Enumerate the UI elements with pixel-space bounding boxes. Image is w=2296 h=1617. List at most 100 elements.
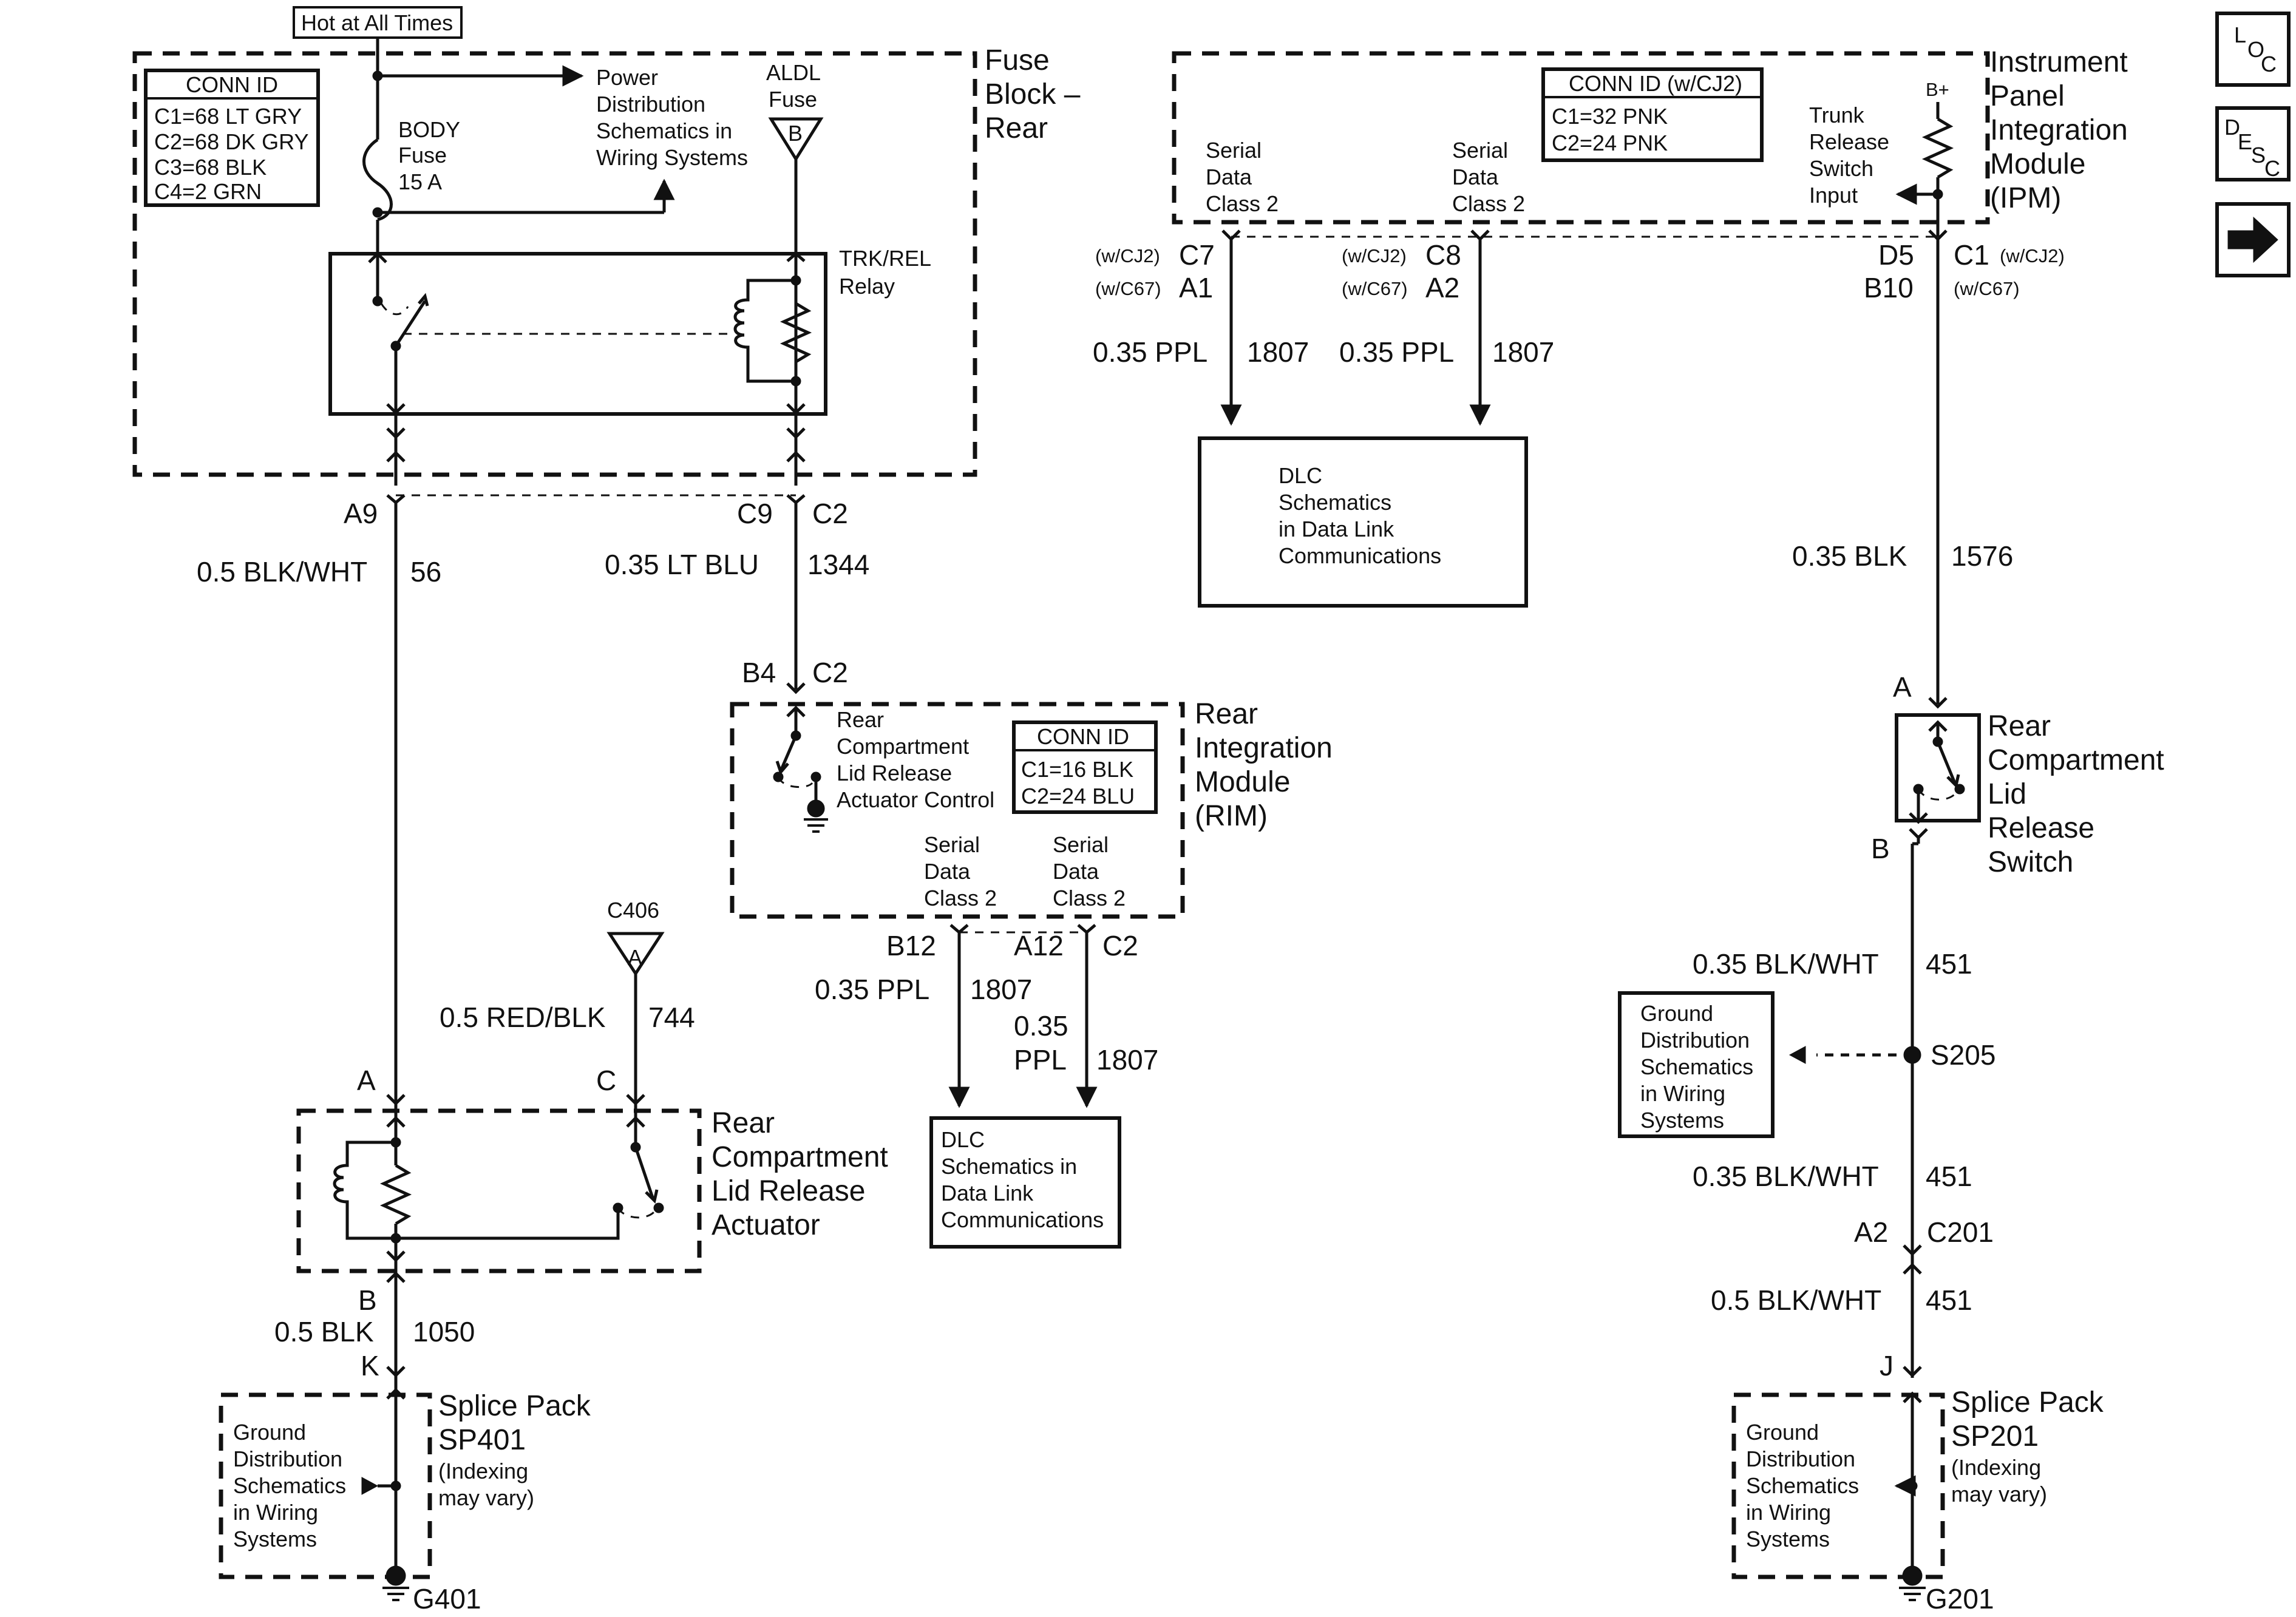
rear-compartment-lid-release-switch: Rear Compartment Lid Release Switch bbox=[1895, 710, 2164, 878]
svg-text:(RIM): (RIM) bbox=[1195, 800, 1268, 832]
svg-text:C2=24 PNK: C2=24 PNK bbox=[1552, 131, 1668, 155]
svg-text:(w/C67): (w/C67) bbox=[1342, 278, 1408, 299]
wire-451-chain: B 0.35 BLK/WHT 451 S205 0.35 BLK/WHT 451… bbox=[1693, 828, 1995, 1381]
svg-text:0.5 RED/BLK: 0.5 RED/BLK bbox=[440, 1002, 606, 1033]
svg-text:451: 451 bbox=[1926, 1284, 1972, 1316]
svg-text:Switch: Switch bbox=[1809, 156, 1873, 181]
svg-text:Switch: Switch bbox=[1988, 846, 2073, 878]
svg-text:C2: C2 bbox=[812, 657, 848, 688]
svg-text:may vary): may vary) bbox=[1951, 1482, 2047, 1507]
svg-text:CONN ID: CONN ID bbox=[186, 72, 278, 97]
hot-at-all-times-label bbox=[293, 6, 463, 39]
rim-conn-id-table: CONN ID C1=16 BLK C2=24 BLU bbox=[1012, 720, 1158, 814]
next-button[interactable] bbox=[2215, 202, 2291, 277]
arrow-right-icon bbox=[2227, 216, 2278, 263]
svg-text:D: D bbox=[2224, 115, 2240, 140]
svg-text:CONN ID: CONN ID bbox=[1037, 724, 1129, 749]
svg-text:Input: Input bbox=[1809, 183, 1858, 208]
svg-text:B4: B4 bbox=[742, 657, 776, 688]
svg-text:may vary): may vary) bbox=[438, 1485, 534, 1510]
svg-text:C2: C2 bbox=[812, 498, 848, 529]
desc-button[interactable]: D E S C bbox=[2215, 106, 2291, 181]
svg-text:A2: A2 bbox=[1425, 272, 1459, 303]
svg-text:Fuse: Fuse bbox=[769, 87, 817, 112]
svg-text:C3=68 BLK: C3=68 BLK bbox=[154, 155, 267, 180]
svg-text:Schematics: Schematics bbox=[1640, 1054, 1753, 1079]
splice-pack-sp401: Splice Pack SP401 (Indexing may vary) Gr… bbox=[219, 1390, 591, 1615]
svg-text:0.35 LT BLU: 0.35 LT BLU bbox=[605, 549, 759, 580]
svg-text:C4=2 GRN: C4=2 GRN bbox=[154, 179, 262, 204]
svg-text:in Wiring: in Wiring bbox=[233, 1500, 318, 1525]
svg-text:C2=68 DK GRY: C2=68 DK GRY bbox=[154, 129, 308, 154]
svg-text:SP401: SP401 bbox=[438, 1424, 526, 1456]
svg-text:Distribution: Distribution bbox=[596, 92, 705, 117]
svg-text:0.35 BLK/WHT: 0.35 BLK/WHT bbox=[1693, 1161, 1879, 1192]
svg-text:C201: C201 bbox=[1927, 1216, 1994, 1248]
svg-text:D5: D5 bbox=[1878, 239, 1914, 271]
svg-text:C406: C406 bbox=[607, 898, 659, 923]
svg-text:Splice Pack: Splice Pack bbox=[438, 1390, 591, 1422]
svg-text:A: A bbox=[1893, 671, 1912, 703]
svg-text:Class 2: Class 2 bbox=[1053, 886, 1126, 910]
svg-text:0.35 PPL: 0.35 PPL bbox=[1339, 336, 1454, 368]
loc-button[interactable]: L O C bbox=[2215, 12, 2291, 87]
dlc-schematics-link-upper[interactable]: DLC Schematics in Data Link Communicatio… bbox=[1198, 436, 1528, 608]
svg-text:Block –: Block – bbox=[985, 78, 1081, 110]
svg-text:Wiring Systems: Wiring Systems bbox=[596, 145, 748, 170]
svg-text:1807: 1807 bbox=[1096, 1044, 1158, 1076]
wire-1576: 0.35 BLK 1576 A bbox=[1792, 239, 2013, 709]
svg-text:Integration: Integration bbox=[1195, 732, 1333, 764]
svg-text:ALDL: ALDL bbox=[766, 60, 821, 85]
svg-text:1050: 1050 bbox=[413, 1316, 475, 1348]
ground-distribution-link-s205[interactable]: Ground Distribution Schematics in Wiring… bbox=[1618, 991, 1775, 1138]
svg-text:(w/CJ2): (w/CJ2) bbox=[1342, 245, 1407, 266]
dlc-schematics-link-lower[interactable]: DLC Schematics in Data Link Communicatio… bbox=[929, 1116, 1121, 1249]
svg-text:1576: 1576 bbox=[1951, 540, 2013, 572]
svg-text:451: 451 bbox=[1926, 1161, 1972, 1192]
rear-compartment-lid-release-actuator: A C Rear Compartment Lid Release Actuato… bbox=[296, 1065, 888, 1283]
svg-text:A: A bbox=[357, 1065, 376, 1096]
svg-text:TRK/REL: TRK/REL bbox=[839, 246, 931, 271]
svg-text:C1=68 LT GRY: C1=68 LT GRY bbox=[154, 104, 302, 129]
svg-text:Serial: Serial bbox=[1206, 138, 1262, 163]
svg-text:Serial: Serial bbox=[1452, 138, 1508, 163]
svg-text:Module: Module bbox=[1990, 148, 2085, 180]
svg-text:(w/C67): (w/C67) bbox=[1954, 278, 2020, 299]
svg-text:SP201: SP201 bbox=[1951, 1420, 2039, 1453]
svg-text:A2: A2 bbox=[1854, 1216, 1888, 1248]
fuse-block-rear: Fuse Block – Rear Hot at All Times CONN … bbox=[132, 6, 1081, 486]
svg-text:S: S bbox=[2251, 143, 2266, 168]
svg-text:Lid Release: Lid Release bbox=[837, 761, 952, 785]
svg-text:S205: S205 bbox=[1931, 1039, 1995, 1071]
svg-text:1807: 1807 bbox=[1492, 336, 1554, 368]
svg-text:Data: Data bbox=[1053, 859, 1099, 884]
svg-text:Schematics in: Schematics in bbox=[941, 1154, 1077, 1179]
wire-1050: B 0.5 BLK 1050 K bbox=[274, 1282, 475, 1572]
ground-icon bbox=[1902, 1565, 1923, 1586]
svg-text:0.5 BLK: 0.5 BLK bbox=[274, 1316, 374, 1348]
svg-text:C7: C7 bbox=[1179, 239, 1215, 271]
svg-text:Data: Data bbox=[1452, 164, 1499, 189]
svg-text:Distribution: Distribution bbox=[233, 1446, 342, 1471]
svg-text:744: 744 bbox=[648, 1002, 695, 1033]
aldl-fuse-connector bbox=[768, 117, 824, 162]
svg-text:Distribution: Distribution bbox=[1746, 1446, 1855, 1471]
svg-text:0.35 PPL: 0.35 PPL bbox=[1093, 336, 1207, 368]
svg-text:0.35 BLK/WHT: 0.35 BLK/WHT bbox=[1693, 948, 1879, 980]
svg-text:J: J bbox=[1880, 1350, 1894, 1381]
svg-text:(w/C67): (w/C67) bbox=[1095, 278, 1161, 299]
svg-text:Ground: Ground bbox=[233, 1420, 306, 1445]
svg-text:Data Link: Data Link bbox=[941, 1181, 1034, 1205]
svg-text:DLC: DLC bbox=[1279, 463, 1322, 488]
svg-text:Trunk: Trunk bbox=[1809, 103, 1865, 127]
svg-text:A1: A1 bbox=[1179, 272, 1213, 303]
svg-text:Ground: Ground bbox=[1746, 1420, 1819, 1445]
c406-connector: C406 A 0.5 RED/BLK 744 bbox=[440, 898, 695, 1116]
svg-text:BODY: BODY bbox=[398, 117, 460, 142]
svg-text:Compartment: Compartment bbox=[712, 1141, 888, 1173]
svg-text:Actuator: Actuator bbox=[712, 1209, 820, 1241]
svg-text:Serial: Serial bbox=[1053, 832, 1109, 857]
svg-text:Systems: Systems bbox=[233, 1527, 317, 1551]
svg-text:PPL: PPL bbox=[1014, 1044, 1067, 1076]
